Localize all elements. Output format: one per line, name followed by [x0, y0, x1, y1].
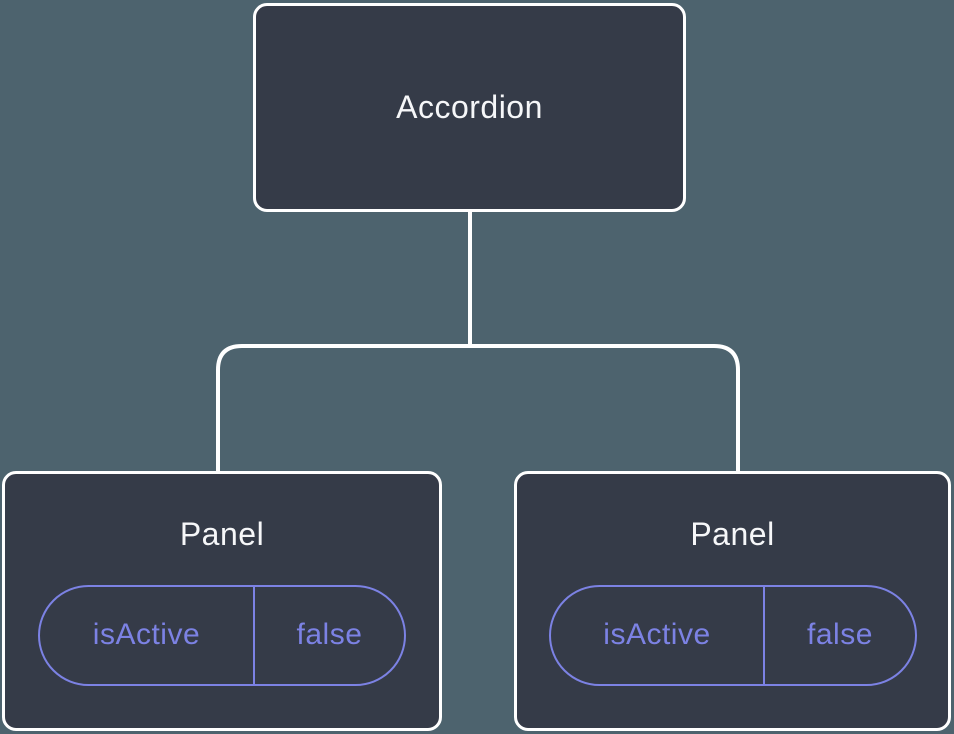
state-name-label: isActive: [40, 586, 255, 684]
state-value-label: false: [807, 618, 873, 652]
tree-node-accordion: Accordion: [253, 3, 686, 212]
state-name-label: isActive: [551, 586, 766, 684]
node-label: Panel: [179, 516, 265, 553]
tree-node-panel-right: Panel isActive false: [514, 471, 951, 731]
node-label: Accordion: [396, 89, 543, 126]
node-label: Panel: [690, 516, 775, 553]
state-pill: isActive false: [548, 584, 917, 686]
tree-node-panel-left: Panel isActive false: [2, 471, 442, 731]
state-value-label: false: [296, 618, 363, 652]
state-pill: isActive false: [38, 584, 406, 686]
